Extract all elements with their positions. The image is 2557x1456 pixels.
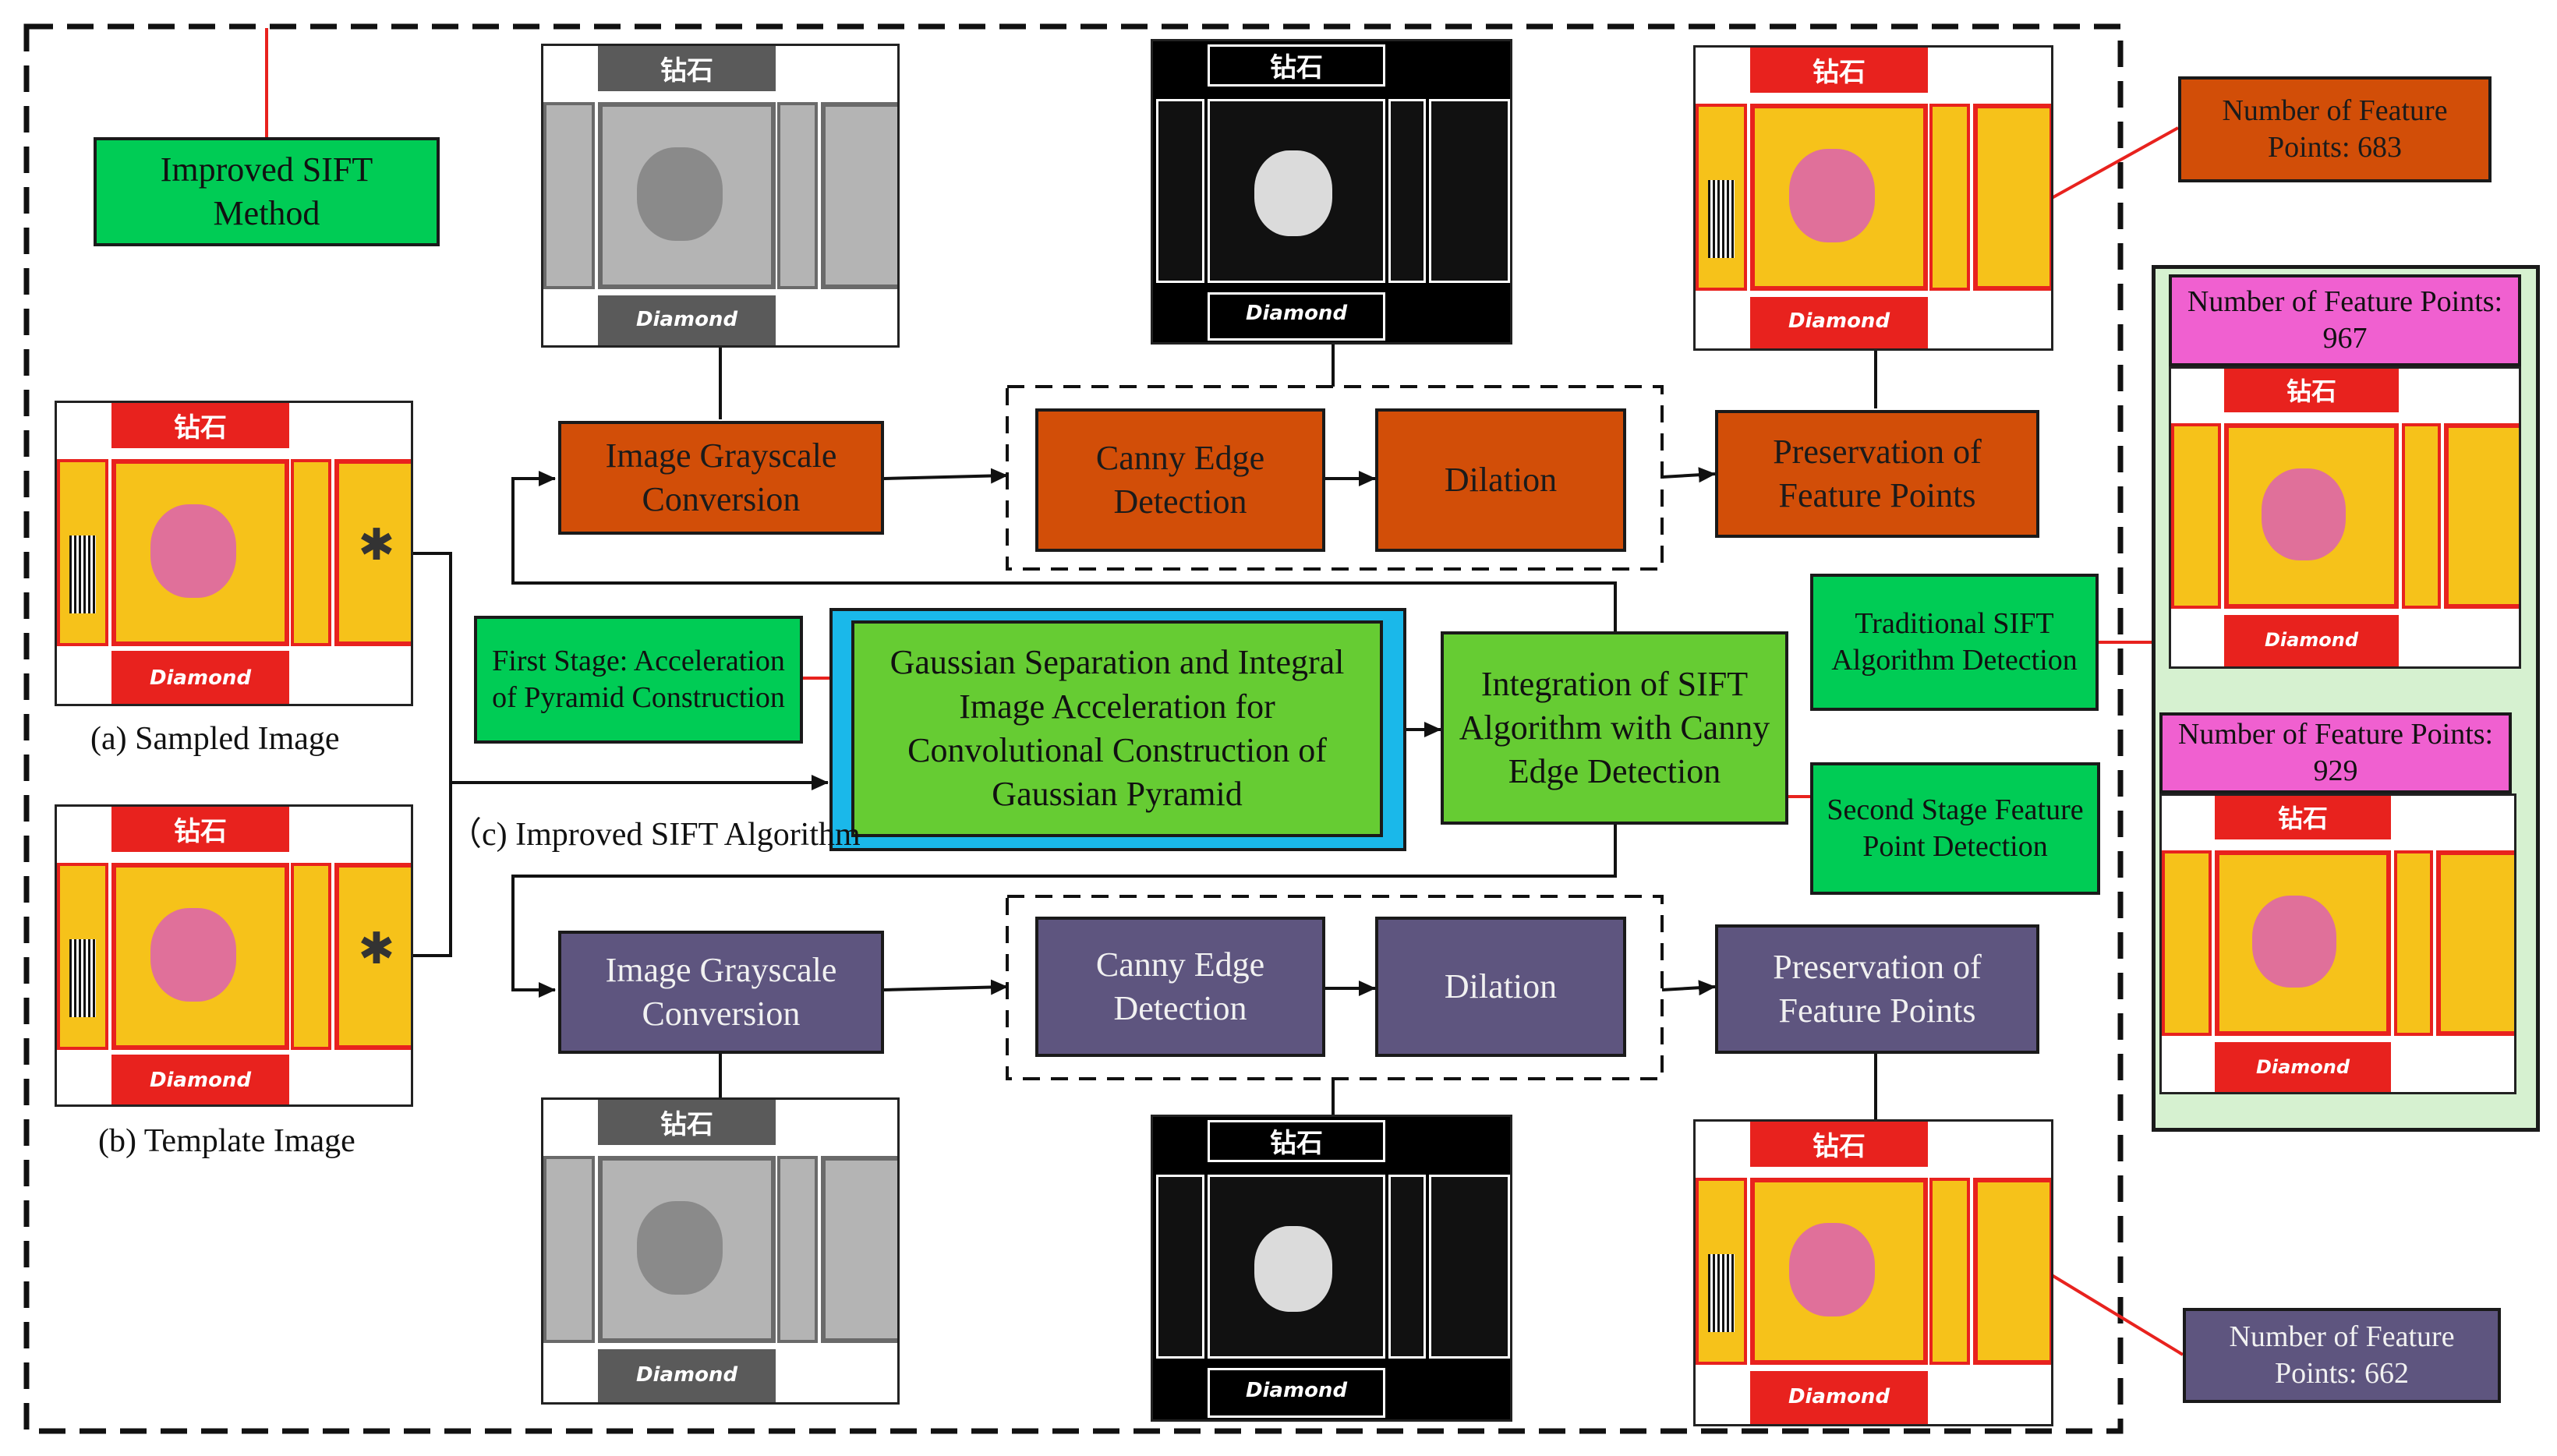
- first-stage-box: First Stage: Acceleration of Pyramid Con…: [474, 616, 803, 744]
- bottom-dilation-box: Dilation: [1375, 917, 1626, 1057]
- traditional-count-sampled: Number of Feature Points: 967: [2169, 274, 2521, 366]
- top-canny-box: Canny Edge Detection: [1035, 408, 1325, 552]
- traditional-sampled-image: 钻石 Diamond: [2169, 366, 2521, 669]
- bottom-edge-image: 钻石 Diamond: [1151, 1115, 1512, 1422]
- bottom-feature-count-box: Number of Feature Points: 662: [2183, 1308, 2501, 1403]
- input-bracket: [412, 552, 452, 957]
- second-stage-box: Second Stage Feature Point Detection: [1810, 762, 2100, 895]
- outer-dashed-border: [23, 23, 2124, 1434]
- gaussian-pyramid-box: Gaussian Separation and Integral Image A…: [851, 620, 1383, 837]
- bottom-gray-to-canny-arrow: [883, 979, 1008, 995]
- traditional-sift-box: Traditional SIFT Algorithm Detection: [1810, 574, 2099, 711]
- top-feature-count-box: Number of Feature Points: 683: [2178, 76, 2492, 182]
- sampled-image: 钻石 Diamond ✱: [55, 401, 413, 706]
- sampled-image-caption: (a) Sampled Image: [90, 721, 340, 757]
- top-grayscale-image: 钻石 Diamond: [541, 44, 900, 348]
- bottom-grayscale-box: Image Grayscale Conversion: [558, 931, 884, 1054]
- top-gray-to-canny-arrow: [883, 468, 1008, 484]
- template-image-caption: (b) Template Image: [98, 1123, 355, 1159]
- bottom-grayscale-image: 钻石 Diamond: [541, 1097, 900, 1405]
- top-dilation-to-preservation-arrow: [1661, 467, 1716, 483]
- integration-to-top-row-arrow: [511, 471, 1617, 631]
- improved-algorithm-caption: （c) Improved SIFT Algorithm: [449, 817, 861, 853]
- top-edge-image: 钻石 Diamond: [1151, 39, 1512, 345]
- top-preservation-image: 钻石 Diamond: [1693, 45, 2053, 351]
- top-grayscale-box: Image Grayscale Conversion: [558, 421, 884, 535]
- integration-box: Integration of SIFT Algorithm with Canny…: [1441, 631, 1788, 825]
- bottom-canny-box: Canny Edge Detection: [1035, 917, 1325, 1057]
- traditional-template-image: 钻石 Diamond: [2159, 793, 2516, 1094]
- improved-sift-method-label: Improved SIFT Method: [94, 137, 440, 246]
- template-image: 钻石 Diamond ✱: [55, 804, 413, 1107]
- traditional-count-template: Number of Feature Points: 929: [2159, 712, 2512, 793]
- top-count-red-line: [2051, 126, 2179, 200]
- integration-to-bottom-row-arrow: [511, 825, 1617, 998]
- top-preservation-box: Preservation of Feature Points: [1715, 410, 2039, 538]
- top-dilation-box: Dilation: [1375, 408, 1626, 552]
- bottom-count-red-line: [2050, 1274, 2184, 1356]
- bottom-dilation-to-preservation-arrow: [1661, 980, 1716, 996]
- bottom-preservation-box: Preservation of Feature Points: [1715, 924, 2039, 1054]
- bottom-preservation-image: 钻石 Diamond: [1693, 1119, 2053, 1426]
